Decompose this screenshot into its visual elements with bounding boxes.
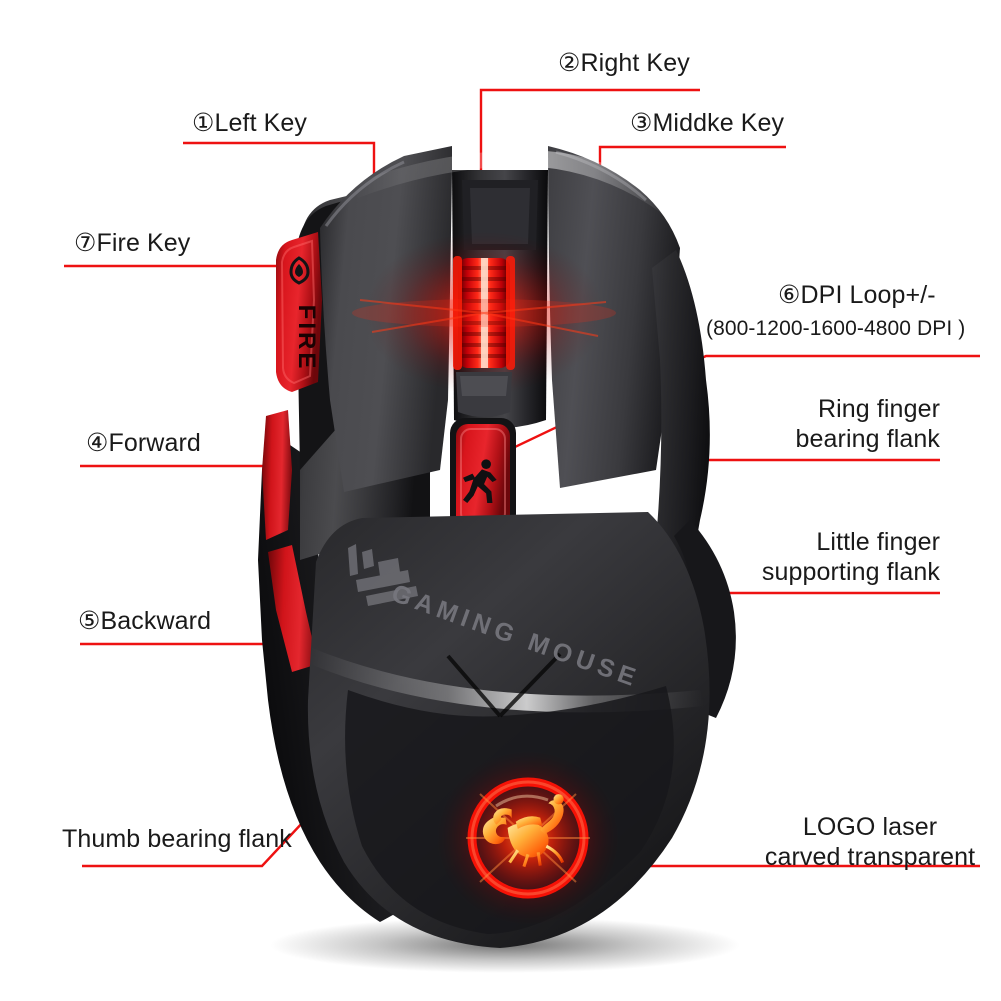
logo-inner-highlight xyxy=(495,794,549,808)
forward-side-button xyxy=(262,410,292,540)
leader-dpi-loop xyxy=(472,354,980,469)
fire-key-text: FIRE xyxy=(293,305,320,372)
thumb-bearing-flank xyxy=(258,430,420,922)
fire-key-emblem xyxy=(289,256,310,285)
scroll-wheel-top-ridge xyxy=(470,188,530,244)
callout-label-left-key: ①Left Key xyxy=(192,109,308,137)
callout-label-right-key: ②Right Key xyxy=(558,49,690,77)
callout-label-fire-key: ⑦Fire Key xyxy=(74,229,191,257)
callout-label-thumb-flank: Thumb bearing flank xyxy=(62,825,292,853)
callout-label-little-finger-line2: supporting flank xyxy=(761,558,940,586)
callout-label-dpi-values: (800-1200-1600-4800 DPI ) xyxy=(706,317,966,340)
callout-label-logo-line2: carved transparent xyxy=(764,843,976,871)
backward-side-button xyxy=(268,545,318,672)
scorpion-logo-icon xyxy=(482,794,565,868)
callout-label-forward: ④Forward xyxy=(86,429,201,457)
palm-seam xyxy=(446,652,562,718)
scroll-wheel-rim-left xyxy=(453,256,462,370)
fire-key-highlight xyxy=(280,239,316,385)
callout-label-dpi-loop: ⑥DPI Loop+/- xyxy=(778,281,936,309)
callout-label-ring-finger-line1: Ring finger xyxy=(818,395,940,423)
callout-label-backward: ⑤Backward xyxy=(78,607,212,635)
brand-glyph xyxy=(348,544,418,606)
callout-label-middle-key: ③Middke Key xyxy=(630,109,785,137)
little-finger-supporting-flank xyxy=(674,520,736,718)
body-shine-belt xyxy=(310,648,704,713)
wheel-lens-flare xyxy=(359,299,607,337)
callout-label-logo-line1: LOGO laser xyxy=(802,813,938,841)
scroll-wheel-rim-right xyxy=(506,256,515,370)
leader-thumb-flank xyxy=(82,805,319,868)
callout-label-ring-finger-line2: bearing flank xyxy=(795,425,940,453)
right-key xyxy=(548,146,680,488)
fire-key xyxy=(276,232,322,392)
callout-label-little-finger-line1: Little finger xyxy=(816,528,940,556)
dpi-running-man-icon xyxy=(463,459,497,503)
top-specular-sheen xyxy=(352,150,672,218)
